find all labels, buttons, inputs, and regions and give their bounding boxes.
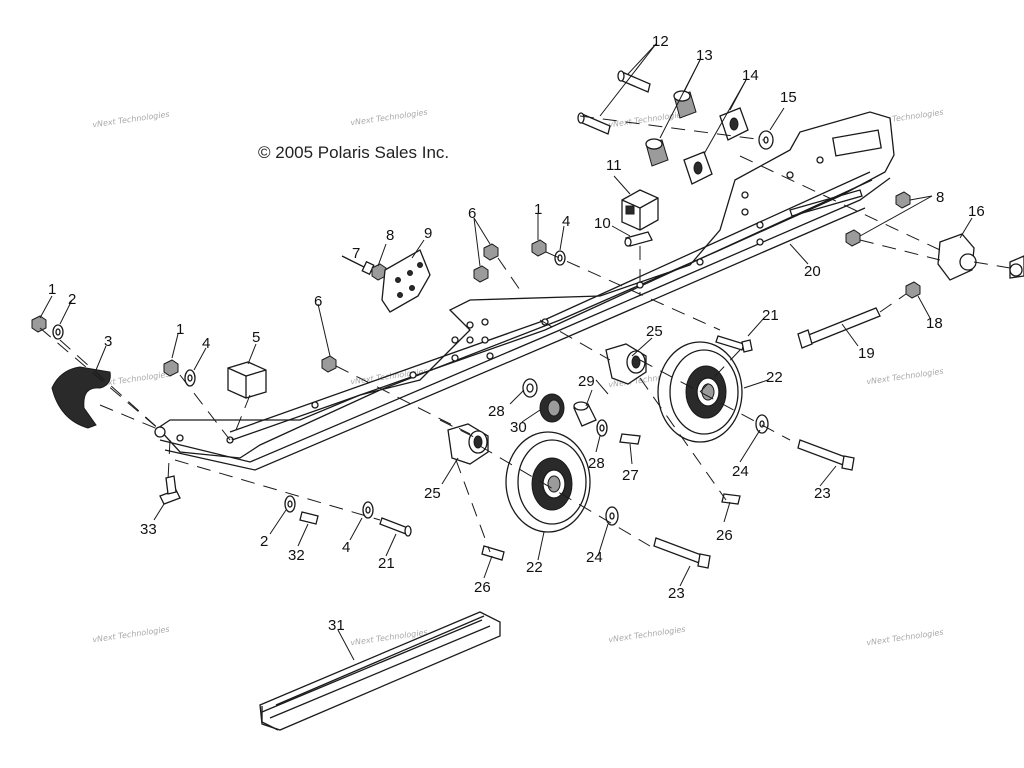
callout-27: 27 [622, 467, 639, 484]
callout-1: 1 [534, 201, 542, 218]
callout-26: 26 [474, 579, 491, 596]
bolt-21-lower [379, 517, 412, 537]
bolt-27 [619, 433, 641, 445]
callout-12: 12 [652, 33, 669, 50]
wheel-bracket-25-lower [447, 423, 489, 465]
bolt-21-upper [715, 335, 753, 353]
callout-14: 14 [742, 67, 759, 84]
bolt-7 [341, 255, 375, 276]
callout-5: 5 [252, 329, 260, 346]
callout-16: 16 [968, 203, 985, 220]
callout-13: 13 [696, 47, 713, 64]
bolt-12 [577, 70, 651, 135]
bolt-32 [299, 511, 319, 525]
callout-7: 7 [352, 245, 360, 262]
callout-22: 22 [526, 559, 543, 576]
callout-18: 18 [926, 315, 943, 332]
callout-33: 33 [140, 521, 157, 538]
bushing-13 [645, 90, 697, 167]
spacer-29 [573, 401, 597, 427]
nut-6-left [321, 355, 337, 373]
axle-bolt-23-upper [797, 439, 855, 471]
washer-2-lower [284, 495, 296, 513]
callout-10: 10 [594, 215, 611, 232]
washer-15 [758, 130, 774, 150]
callout-labels: 1 2 3 1 4 5 6 7 8 9 6 1 4 10 11 12 13 14… [48, 33, 985, 634]
nut-6 [473, 243, 499, 283]
callout-25: 25 [646, 323, 663, 340]
callout-24: 24 [586, 549, 603, 566]
suspension-rail [154, 111, 895, 471]
callout-28: 28 [588, 455, 605, 472]
bumper-block-5 [227, 361, 267, 399]
callout-11: 11 [606, 157, 622, 174]
callout-32: 32 [288, 547, 305, 564]
washer-4b [554, 250, 566, 266]
callout-15: 15 [780, 89, 797, 106]
bolt-19 [797, 307, 881, 349]
washer-28 [522, 378, 608, 437]
washer-4-lower [362, 501, 374, 519]
nut-1b [163, 359, 179, 377]
nut-8-right [845, 191, 911, 247]
callout-24: 24 [732, 463, 749, 480]
callout-28: 28 [488, 403, 505, 420]
wheel-bracket-25-upper [605, 343, 647, 385]
callout-25: 25 [424, 485, 441, 502]
callout-3: 3 [104, 333, 112, 350]
screw-33 [159, 475, 181, 505]
callout-9: 9 [424, 225, 432, 242]
bolt-26 [481, 493, 741, 561]
callout-29: 29 [578, 373, 595, 390]
hyfax-slide [259, 611, 501, 731]
callout-21: 21 [762, 307, 779, 324]
callout-4: 4 [562, 213, 570, 230]
mount-plate-9 [381, 249, 431, 313]
pin-10 [624, 231, 653, 247]
nut-1 [31, 315, 47, 333]
leader-lines [39, 43, 973, 661]
block-14 [683, 107, 749, 185]
nut-1c [531, 239, 547, 257]
callout-23: 23 [668, 585, 685, 602]
copyright-notice: © 2005 Polaris Sales Inc. [258, 143, 450, 162]
callout-23: 23 [814, 485, 831, 502]
callout-1: 1 [48, 281, 56, 298]
callout-20: 20 [804, 263, 821, 280]
callout-8: 8 [386, 227, 394, 244]
callout-4: 4 [342, 539, 350, 556]
callout-2: 2 [260, 533, 268, 550]
rail-tip-cap [51, 366, 111, 429]
block-11 [621, 189, 659, 231]
rail-holes [176, 156, 824, 444]
callout-21: 21 [378, 555, 395, 572]
washer-24 [605, 414, 769, 526]
callout-4: 4 [202, 335, 210, 352]
idler-wheel-lower [505, 431, 591, 533]
callout-31: 31 [328, 617, 345, 634]
callout-30: 30 [510, 419, 527, 436]
callout-2: 2 [68, 291, 76, 308]
callout-19: 19 [858, 345, 875, 362]
callout-22: 22 [766, 369, 783, 386]
bracket-16 [937, 233, 1024, 281]
washer-4 [184, 369, 196, 387]
nut-18 [905, 281, 921, 299]
axle-bolt-23-lower [653, 537, 711, 569]
callout-26: 26 [716, 527, 733, 544]
callout-6: 6 [468, 205, 476, 222]
bearing-30 [539, 393, 565, 423]
callout-1: 1 [176, 321, 184, 338]
callout-8: 8 [936, 189, 944, 206]
washer-2 [52, 324, 64, 340]
assembly-dashed-lines [39, 115, 1011, 553]
callout-6: 6 [314, 293, 322, 310]
